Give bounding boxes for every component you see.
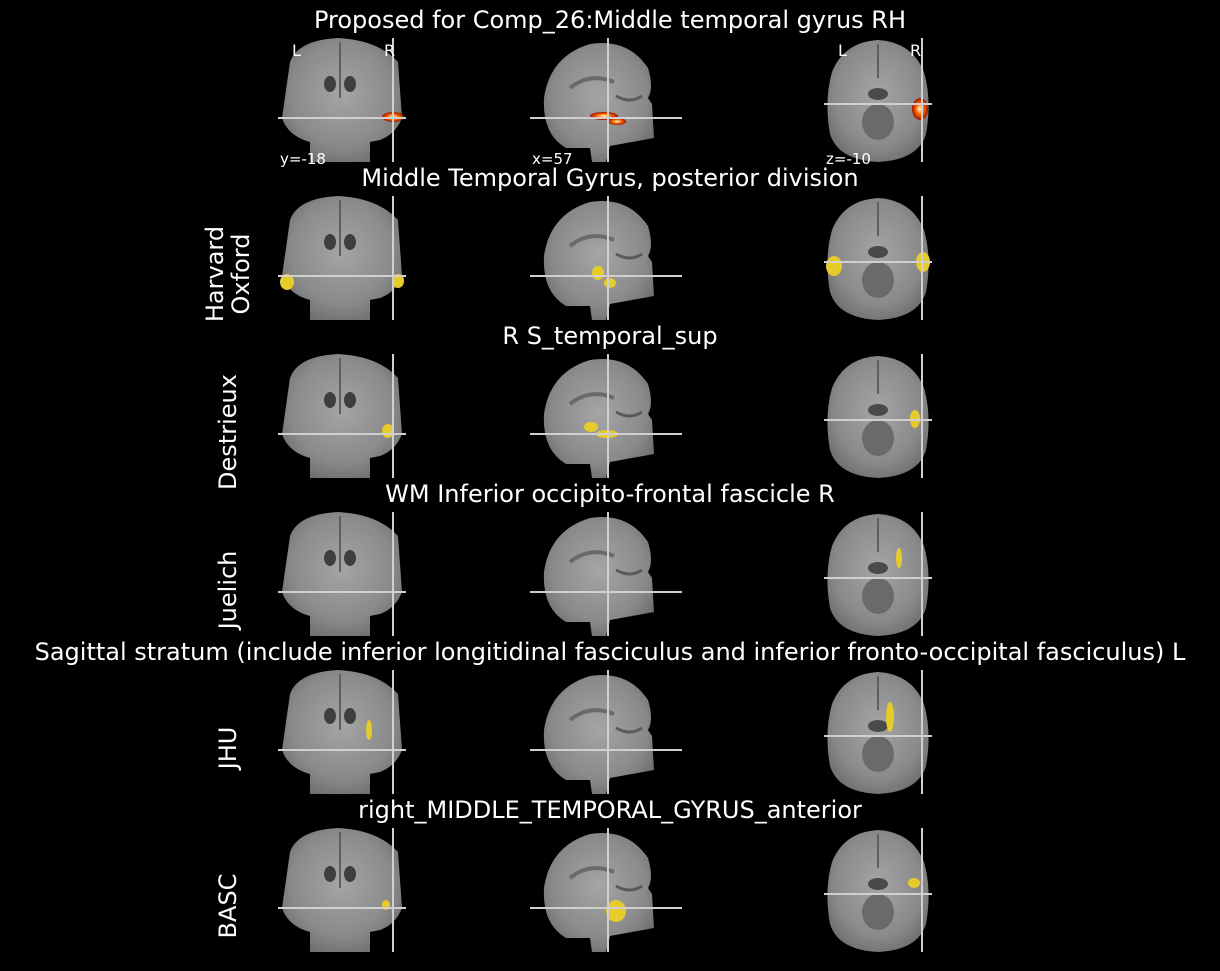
sagittal-brain-slice: [530, 512, 682, 636]
atlas-label-text: Destrieux: [214, 374, 242, 490]
slice-coordinate: y=-18: [280, 150, 326, 168]
axial-slice-image: [824, 196, 932, 320]
region-overlay: [606, 900, 626, 922]
sagittal-slice-image: [530, 38, 682, 162]
atlas-label-text: BASC: [214, 873, 242, 939]
region-overlay: [886, 702, 894, 732]
axial-brain-slice: [824, 512, 932, 636]
orientation-label-left: L: [838, 41, 847, 60]
sagittal-brain-slice: [530, 354, 682, 478]
brain-outline: [827, 356, 929, 478]
axial-slice-image: [824, 38, 932, 162]
axial-brain-slice: [824, 670, 932, 794]
coronal-slice-image: [278, 670, 406, 794]
sagittal-slice-image: [530, 512, 682, 636]
coronal-slice-image: [278, 38, 406, 162]
region-overlay: [896, 548, 902, 568]
brain-outline: [543, 201, 654, 320]
brain-outline: [282, 354, 402, 478]
region-overlay: [366, 720, 372, 740]
brain-outline: [282, 196, 402, 320]
coronal-brain-slice: [278, 828, 406, 952]
region-overlay: [608, 118, 626, 125]
coronal-slice-image: [278, 354, 406, 478]
brain-outline: [827, 198, 929, 320]
sagittal-slice-image: [530, 670, 682, 794]
coronal-slice-image: [278, 828, 406, 952]
sagittal-brain-slice: [530, 670, 682, 794]
orientation-label-right: R: [910, 41, 922, 60]
sagittal-brain-slice: [530, 828, 682, 952]
axial-slice-image: [824, 828, 932, 952]
sagittal-slice-image: [530, 196, 682, 320]
coronal-brain-slice: [278, 38, 406, 162]
region-overlay: [908, 878, 920, 888]
brain-outline: [282, 38, 402, 162]
brain-outline: [282, 828, 402, 952]
coronal-slice-image: [278, 196, 406, 320]
row-title: WM Inferior occipito-frontal fascicle R: [385, 480, 835, 508]
row-title: R S_temporal_sup: [502, 322, 718, 350]
brain-outline: [827, 672, 929, 794]
orientation-label-right: R: [384, 41, 396, 60]
sagittal-slice-image: [530, 354, 682, 478]
axial-brain-slice: [824, 196, 932, 320]
coronal-brain-slice: [278, 670, 406, 794]
region-overlay: [604, 278, 616, 288]
atlas-label-text: JHU: [214, 726, 242, 770]
brain-outline: [543, 43, 654, 162]
coronal-slice-image: [278, 512, 406, 636]
sagittal-brain-slice: [530, 196, 682, 320]
axial-brain-slice: [824, 354, 932, 478]
axial-brain-slice: [824, 38, 932, 162]
atlas-label-text: Juelich: [214, 550, 242, 630]
brain-outline: [282, 670, 402, 794]
axial-brain-slice: [824, 828, 932, 952]
row-title: Proposed for Comp_26:Middle temporal gyr…: [313, 6, 907, 34]
brain-outline: [543, 833, 654, 952]
sagittal-brain-slice: [530, 38, 682, 162]
sagittal-slice-image: [530, 828, 682, 952]
row-title: Middle Temporal Gyrus, posterior divisio…: [361, 164, 859, 192]
orientation-label-left: L: [292, 41, 301, 60]
brain-outline: [827, 514, 929, 636]
brain-outline: [827, 830, 929, 952]
slice-coordinate: x=57: [532, 150, 573, 168]
region-overlay: [280, 274, 294, 290]
axial-slice-image: [824, 670, 932, 794]
coronal-brain-slice: [278, 196, 406, 320]
atlas-label-text: Harvard Oxford: [201, 225, 255, 323]
brain-outline: [282, 512, 402, 636]
slice-coordinate: z=-10: [826, 150, 871, 168]
brain-outline: [543, 359, 654, 478]
coronal-brain-slice: [278, 354, 406, 478]
region-overlay: [592, 266, 604, 280]
region-overlay: [392, 274, 404, 288]
axial-slice-image: [824, 354, 932, 478]
brain-outline: [543, 517, 654, 636]
axial-slice-image: [824, 512, 932, 636]
brain-outline: [543, 675, 654, 794]
region-overlay: [826, 256, 842, 276]
region-overlay: [912, 98, 928, 120]
brain-outline: [827, 40, 929, 162]
region-overlay: [584, 422, 598, 432]
coronal-brain-slice: [278, 512, 406, 636]
row-title: right_MIDDLE_TEMPORAL_GYRUS_anterior: [358, 796, 862, 824]
row-title: Sagittal stratum (include inferior longi…: [34, 638, 1186, 666]
